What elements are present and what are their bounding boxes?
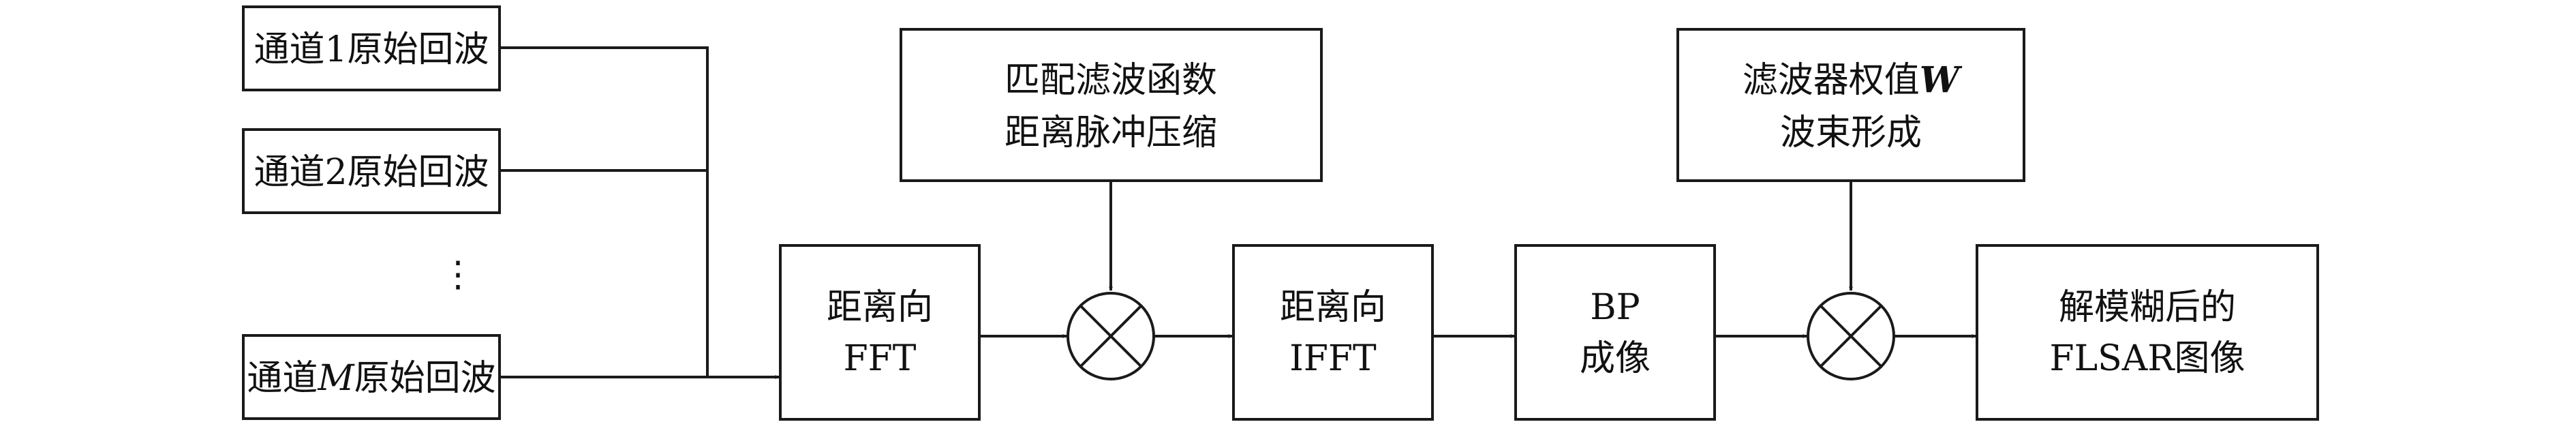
multiplier-1-icon (1067, 292, 1155, 380)
range-fft-line1: 距离向 (827, 287, 933, 328)
bp-line2: 成像 (1580, 338, 1651, 379)
range-ifft-line1: 距离向 (1280, 287, 1386, 328)
weights-var: W (1920, 59, 1963, 101)
channel-m-label: 通道M原始回波 (247, 358, 495, 399)
output-line1: 解模糊后的 (2059, 287, 2236, 328)
output-box (1976, 244, 2319, 421)
bp-imaging-box (1514, 244, 1716, 421)
channel-m-suffix: 原始回波 (354, 358, 496, 399)
channel-m-box (242, 334, 501, 420)
range-ifft-line2: IFFT (1289, 338, 1377, 379)
channel-2-label: 通道2原始回波 (254, 152, 489, 193)
matched-filter-box (900, 28, 1323, 182)
channel-m-var: M (317, 358, 355, 399)
channel-ellipsis: ⋮ (440, 254, 476, 295)
weights-line1: 滤波器权值W (1743, 59, 1963, 101)
range-ifft-box (1232, 244, 1434, 421)
multiplier-2-icon (1807, 292, 1895, 380)
output-line2: FLSAR图像 (2050, 338, 2245, 379)
bp-line1: BP (1590, 287, 1640, 328)
channel-1-box (242, 5, 501, 91)
weights-line2: 波束形成 (1780, 112, 1922, 153)
weights-prefix: 滤波器权值 (1743, 60, 1920, 101)
filter-weights-box (1676, 28, 2025, 182)
range-fft-box (779, 244, 981, 421)
matched-filter-line2: 距离脉冲压缩 (1005, 112, 1217, 153)
channel-m-prefix: 通道 (247, 358, 318, 399)
channel-2-box (242, 128, 501, 214)
channel-1-label: 通道1原始回波 (254, 29, 489, 70)
range-fft-line2: FFT (844, 338, 917, 379)
matched-filter-line1: 匹配滤波函数 (1005, 60, 1217, 101)
